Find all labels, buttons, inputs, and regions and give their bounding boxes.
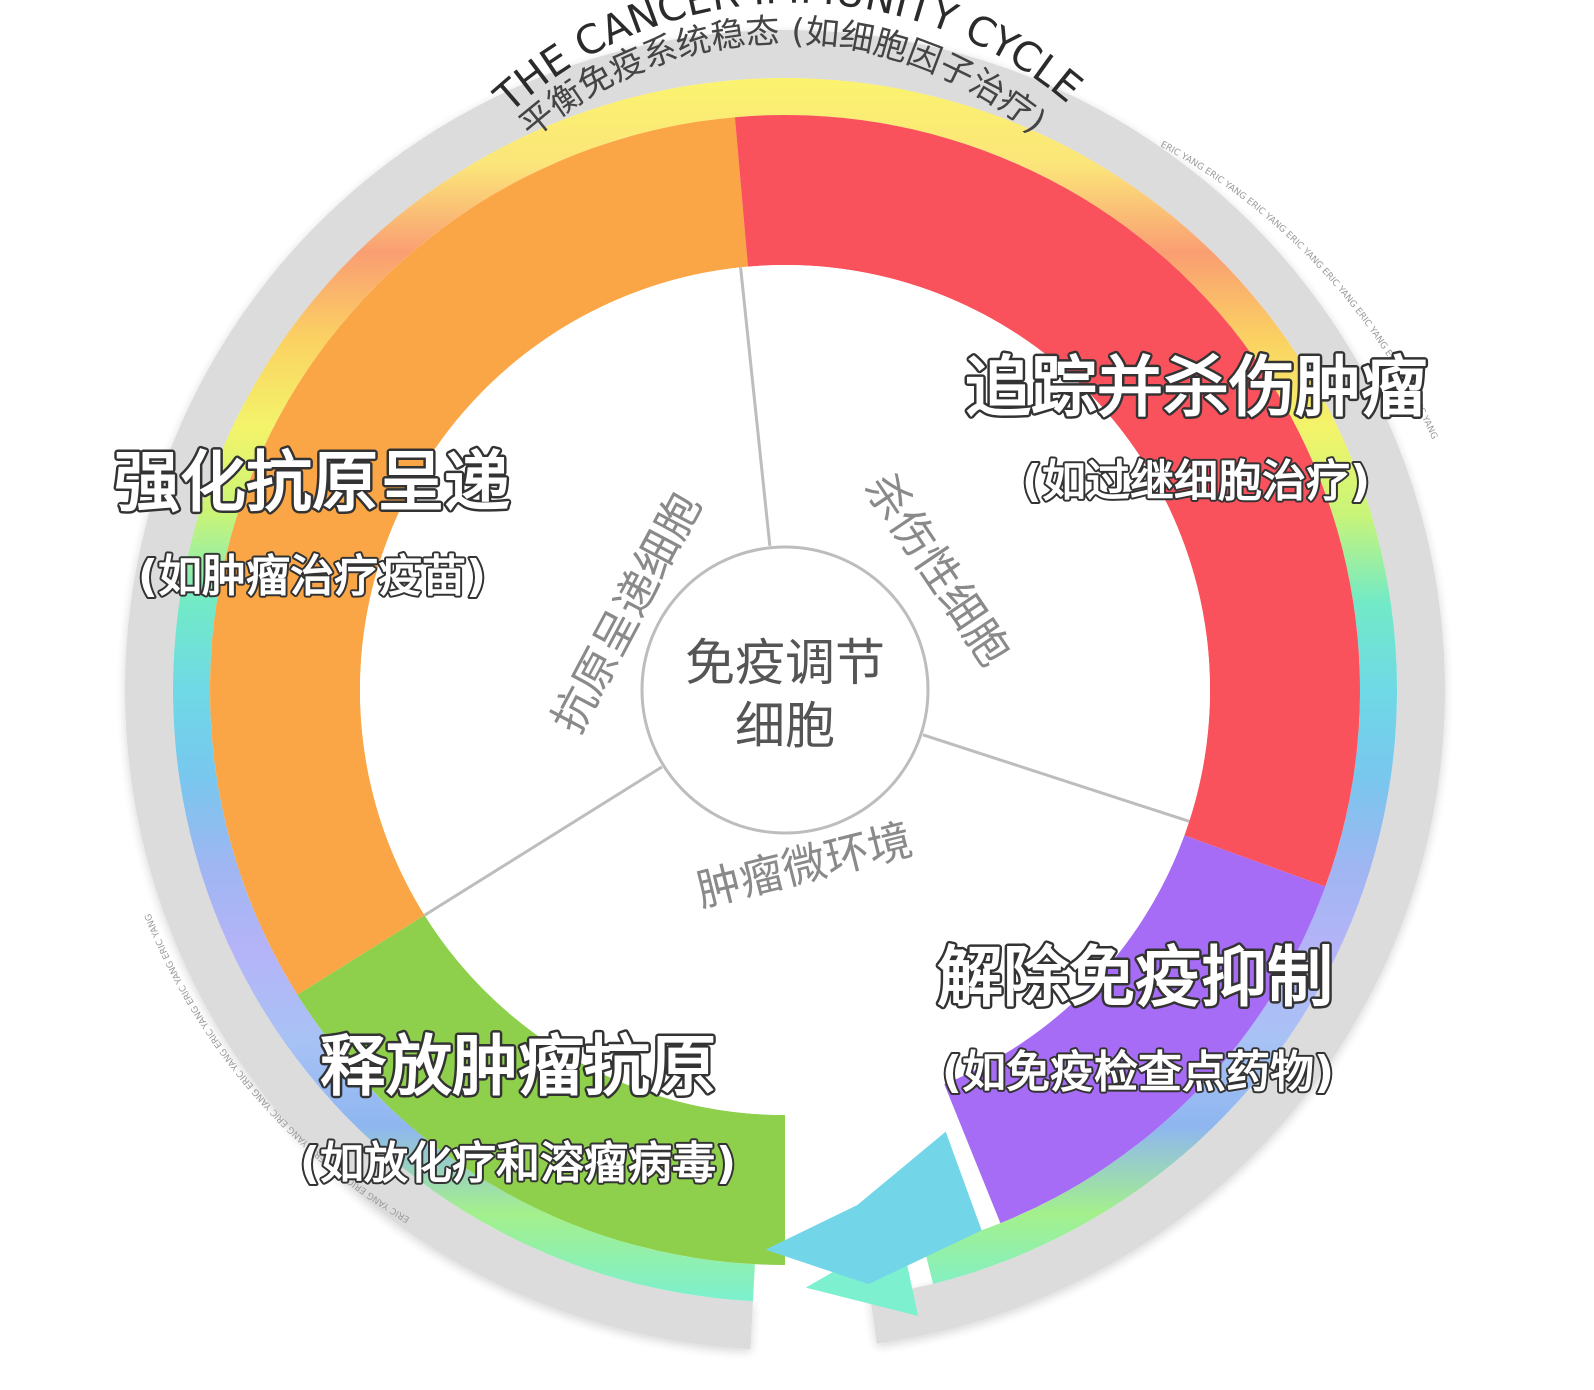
segment-antigen-release	[297, 915, 785, 1265]
label-antigen-release: 释放肿瘤抗原	[320, 1028, 716, 1105]
sublabel-antigen-presentation: (如肿瘤治疗疫苗)	[138, 551, 486, 602]
label-tumor-killing: 追踪并杀伤肿瘤	[965, 349, 1427, 426]
label-antigen-presentation: 强化抗原呈递	[114, 444, 510, 521]
sublabel-antigen-release: (如放化疗和溶瘤病毒)	[300, 1138, 736, 1189]
divider-line-top	[739, 267, 772, 546]
segment-antigen-presentation	[210, 117, 748, 995]
sublabel-release-suppression: (如免疫检查点药物)	[942, 1047, 1334, 1098]
label-release-suppression: 解除免疫抑制	[937, 939, 1333, 1016]
divider-line-left	[423, 765, 663, 917]
divider-line-right	[922, 733, 1190, 823]
center-label-line2: 细胞	[735, 697, 835, 755]
sublabel-tumor-killing: (如过继细胞治疗)	[1022, 456, 1370, 507]
segment-tumor-killing	[734, 115, 1360, 887]
center-circle	[640, 545, 930, 835]
cycle-return-arrow	[765, 1131, 982, 1285]
center-label-line1: 免疫调节	[685, 634, 885, 692]
segment-release-suppression	[944, 835, 1326, 1224]
